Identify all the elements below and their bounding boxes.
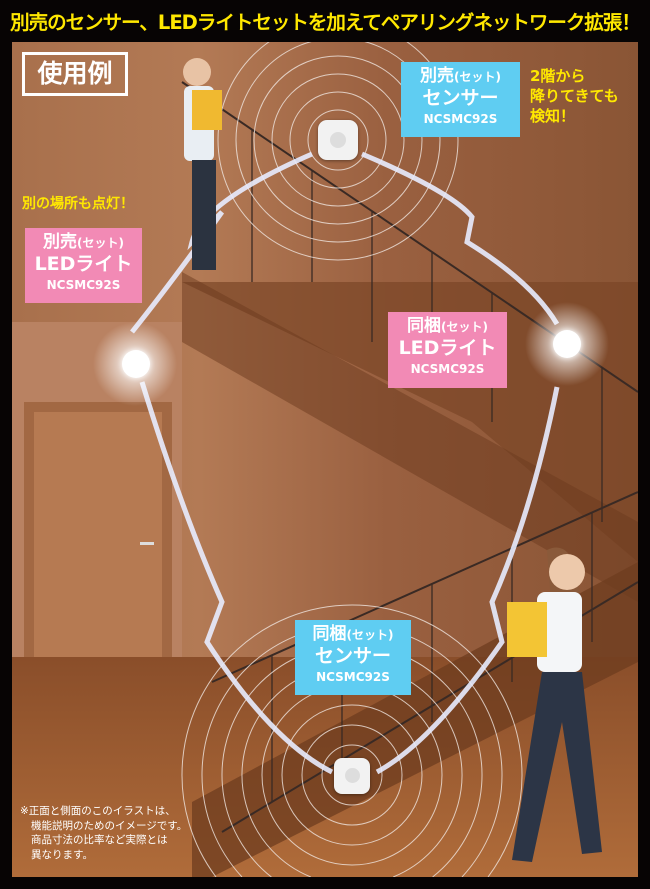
- sensor-top: [318, 120, 358, 160]
- scene-background: [12, 42, 638, 877]
- led-light-left: [122, 350, 150, 378]
- callout-sub: (セット): [77, 236, 124, 250]
- person-upstairs: [183, 58, 222, 270]
- callout-sub: (セット): [346, 628, 394, 642]
- sensor-bottom: [334, 758, 370, 794]
- callout-label: 別売: [43, 232, 77, 252]
- disclaimer-note: ※正面と側面のこのイラストは、機能説明のためのイメージです。商品寸法の比率など実…: [20, 804, 187, 862]
- callout-product: LEDライト: [398, 337, 497, 359]
- annotation-line: 検知！: [530, 107, 576, 125]
- callout-sensor-sold-separately: 別売(セット) センサー NCSMC92S: [401, 62, 520, 137]
- callout-label: 同梱: [312, 624, 347, 644]
- annotation-elsewhere: 別の場所も点灯！: [22, 196, 134, 212]
- callout-model: NCSMC92S: [423, 112, 498, 126]
- callout-model: NCSMC92S: [410, 362, 485, 376]
- led-light-right: [553, 330, 581, 358]
- door: [24, 402, 172, 662]
- callout-product: センサー: [422, 87, 499, 109]
- callout-sub: (セット): [454, 70, 501, 84]
- person-downstairs: [507, 547, 602, 862]
- annotation-line: 降りてきても: [530, 87, 619, 105]
- callout-label: 別売: [420, 66, 454, 86]
- callout-product: センサー: [314, 645, 391, 667]
- callout-model: NCSMC92S: [316, 670, 390, 684]
- callout-model: NCSMC92S: [46, 278, 121, 292]
- note-line: 機能説明のためのイメージです。: [31, 819, 188, 832]
- callout-light-included: 同梱(セット) LEDライト NCSMC92S: [388, 312, 507, 388]
- annotation-line: 2階から: [530, 67, 586, 85]
- note-line: ※正面と側面のこのイラストは、: [20, 805, 176, 817]
- usage-example-badge: 使用例: [22, 52, 128, 96]
- callout-sub: (セット): [441, 320, 488, 334]
- callout-sensor-included: 同梱(セット) センサー NCSMC92S: [295, 620, 411, 695]
- callout-product: LEDライト: [34, 253, 133, 275]
- callout-label: 同梱: [407, 316, 441, 336]
- callout-light-sold-separately: 別売(セット) LEDライト NCSMC92S: [25, 228, 142, 303]
- page-title: 別売のセンサー、LEDライトセットを加えてペアリングネットワーク拡張！: [10, 11, 641, 34]
- sensor-waves-top: [217, 42, 459, 261]
- note-line: 商品寸法の比率など実際とは: [31, 834, 168, 846]
- usage-illustration: 使用例 別売(セット) センサー NCSMC92S 別売(セット) LEDライト…: [12, 42, 638, 877]
- annotation-upstairs: 2階から降りてきても検知！: [530, 66, 619, 126]
- note-line: 異なります。: [31, 848, 93, 861]
